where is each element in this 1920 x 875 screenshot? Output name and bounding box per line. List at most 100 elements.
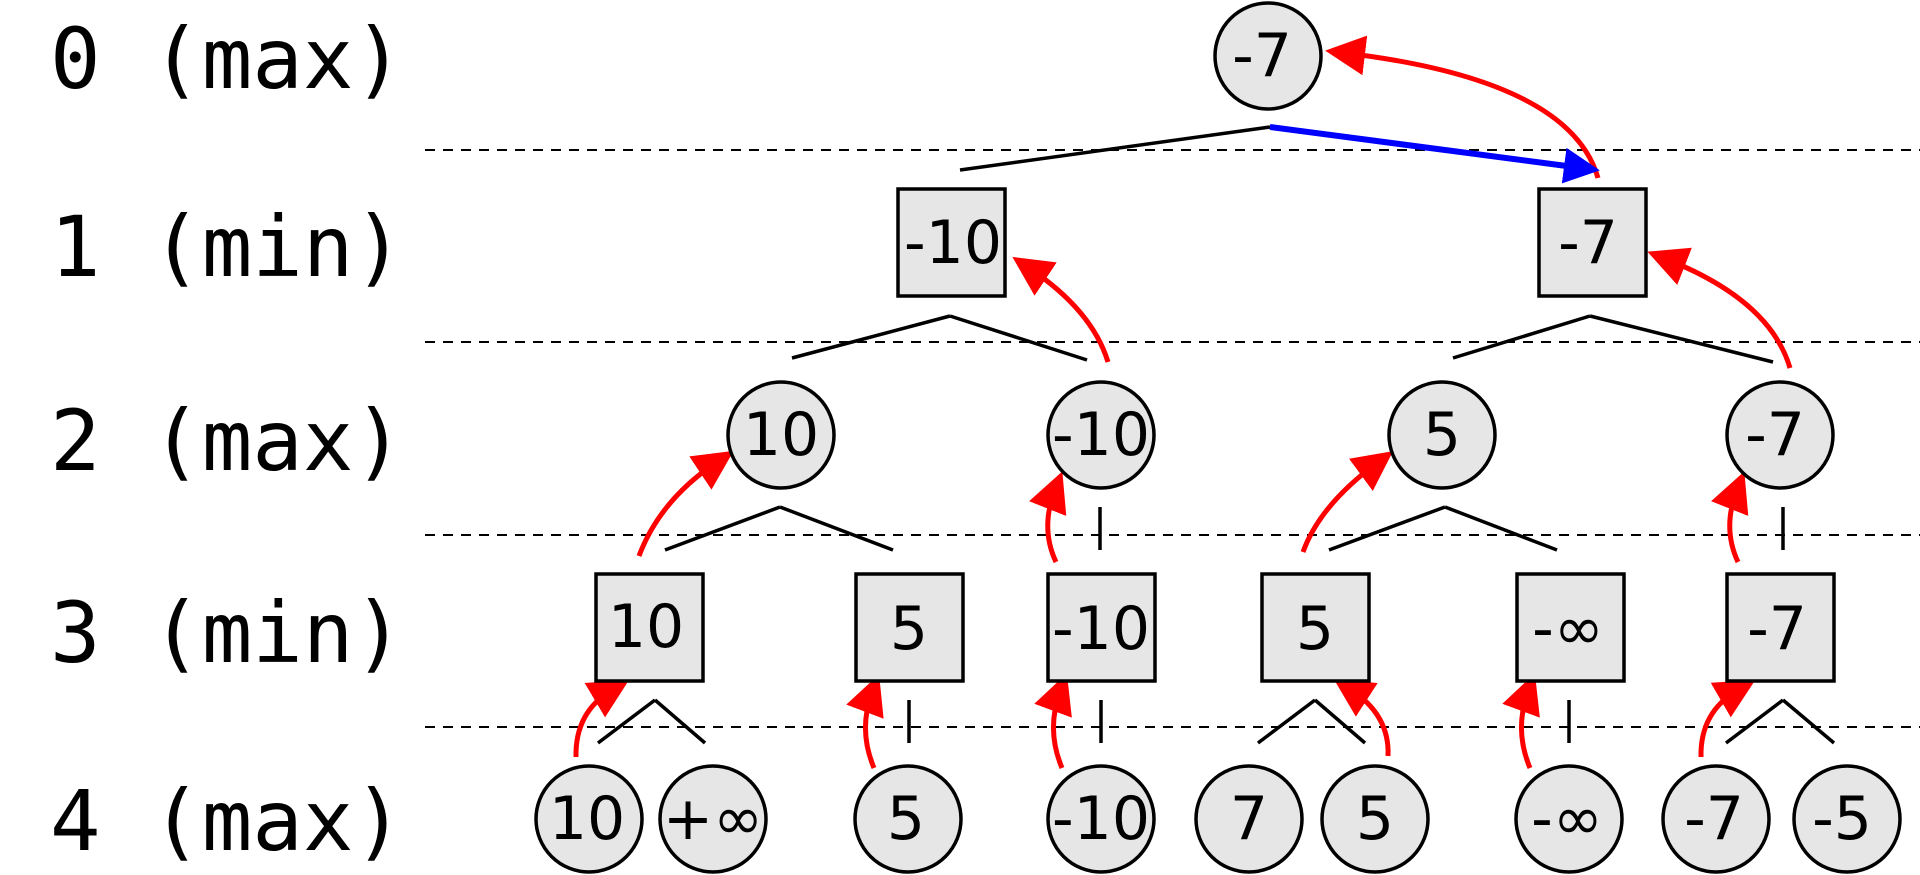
- node-value: -10: [1052, 594, 1150, 664]
- tree-node-l4-5: 5: [1320, 764, 1430, 874]
- tree-node-l4-2: 5: [853, 764, 963, 874]
- propagation-arrow: [1698, 679, 1756, 758]
- propagation-arrow: [1647, 247, 1793, 369]
- level-label-1: 1 (min): [50, 198, 404, 296]
- tree-edge: [596, 698, 657, 745]
- tree-edge: [1256, 698, 1317, 745]
- tree-edge: [1589, 314, 1774, 364]
- propagation-arrow: [1325, 35, 1601, 179]
- node-value: 5: [887, 784, 925, 854]
- tree-node-l3-5: -7: [1725, 572, 1836, 683]
- propagation-arrow: [846, 674, 884, 769]
- node-value: -7: [1745, 400, 1805, 470]
- tree-edge: [779, 505, 894, 552]
- node-value: 10: [608, 592, 684, 662]
- propagation-arrow: [1034, 673, 1072, 769]
- min-node-square: [594, 572, 705, 683]
- max-node-circle: [1213, 1, 1323, 111]
- min-node-square: [1260, 572, 1371, 683]
- max-node-circle: [1194, 764, 1304, 874]
- min-node-square: [1515, 572, 1626, 683]
- tree-node-l2-1: -10: [1046, 380, 1156, 490]
- max-node-circle: [853, 764, 963, 874]
- node-value: -10: [1052, 784, 1150, 854]
- max-node-circle: [1387, 380, 1497, 490]
- min-node-square: [1046, 572, 1157, 683]
- tree-node-l4-7: -7: [1661, 764, 1771, 874]
- node-value: 5: [1296, 594, 1334, 664]
- node-value: -∞: [1531, 784, 1603, 854]
- tree-node-l3-4: -∞: [1515, 572, 1626, 683]
- min-node-square: [1537, 187, 1648, 298]
- level-label-4: 4 (max): [50, 772, 404, 870]
- tree-edge: [1724, 698, 1785, 745]
- tree-edge: [949, 314, 1088, 362]
- tree-node-l2-3: -7: [1725, 380, 1835, 490]
- max-node-circle: [1046, 380, 1156, 490]
- max-node-circle: [1792, 764, 1902, 874]
- propagation-arrow: [1711, 471, 1749, 564]
- propagation-arrow: [1012, 256, 1111, 363]
- max-node-circle: [1514, 764, 1624, 874]
- value-propagation-arrows: [573, 35, 1793, 769]
- node-value: 5: [1356, 784, 1394, 854]
- node-value: -10: [904, 208, 1002, 278]
- node-value: +∞: [663, 784, 763, 854]
- tree-edge: [1452, 314, 1591, 360]
- level-label-3: 3 (min): [50, 584, 404, 682]
- propagation-arrow: [1333, 678, 1391, 757]
- min-node-square: [1725, 572, 1836, 683]
- tree-node-l4-8: -5: [1792, 764, 1902, 874]
- node-value: -7: [1232, 21, 1292, 91]
- max-node-circle: [658, 764, 768, 874]
- tree-node-l4-4: 7: [1194, 764, 1304, 874]
- propagation-arrow: [636, 450, 734, 557]
- tree-node-l4-3: -10: [1046, 764, 1156, 874]
- tree-node-l3-0: 10: [594, 572, 705, 683]
- node-value: -∞: [1532, 594, 1604, 664]
- node-value: 5: [890, 594, 928, 664]
- tree-node-l2-2: 5: [1387, 380, 1497, 490]
- node-value: -10: [1052, 400, 1150, 470]
- tree-node-l3-3: 5: [1260, 572, 1371, 683]
- node-value: 7: [1230, 784, 1268, 854]
- tree-edge: [1313, 698, 1367, 745]
- propagation-arrow: [1502, 673, 1540, 769]
- tree-edge: [1328, 505, 1446, 552]
- node-value: -5: [1812, 784, 1872, 854]
- propagation-arrow: [1029, 471, 1067, 564]
- node-value: 5: [1423, 400, 1461, 470]
- max-node-circle: [1725, 380, 1835, 490]
- max-node-circle: [726, 380, 836, 490]
- tree-edge: [791, 314, 951, 360]
- tree-node-l3-1: 5: [854, 572, 965, 683]
- node-value: 10: [549, 784, 625, 854]
- max-node-circle: [534, 764, 644, 874]
- propagation-arrow: [1300, 451, 1394, 553]
- tree-node-l3-2: -10: [1046, 572, 1157, 683]
- node-value: -7: [1558, 208, 1618, 278]
- tree-node-root: -7: [1213, 1, 1323, 111]
- max-node-circle: [1046, 764, 1156, 874]
- max-node-circle: [1320, 764, 1430, 874]
- max-node-circle: [1661, 764, 1771, 874]
- propagation-arrow: [573, 679, 630, 758]
- tree-edge: [1781, 698, 1836, 745]
- tree-edge: [653, 698, 707, 745]
- tree-node-l4-6: -∞: [1514, 764, 1624, 874]
- tree-node-l1-0: -10: [896, 187, 1007, 298]
- tree-node-l2-0: 10: [726, 380, 836, 490]
- chosen-move-arrow: [1269, 124, 1600, 184]
- level-label-2: 2 (max): [50, 392, 404, 490]
- min-node-square: [896, 187, 1007, 298]
- tree-edge: [1444, 505, 1558, 552]
- node-value: 10: [743, 400, 819, 470]
- tree-node-l4-1: +∞: [658, 764, 768, 874]
- tree-node-l1-1: -7: [1537, 187, 1648, 298]
- tree-edge: [959, 125, 1271, 172]
- tree-node-l4-0: 10: [534, 764, 644, 874]
- node-value: -7: [1747, 594, 1807, 664]
- node-value: -7: [1684, 784, 1744, 854]
- level-label-0: 0 (max): [50, 10, 404, 108]
